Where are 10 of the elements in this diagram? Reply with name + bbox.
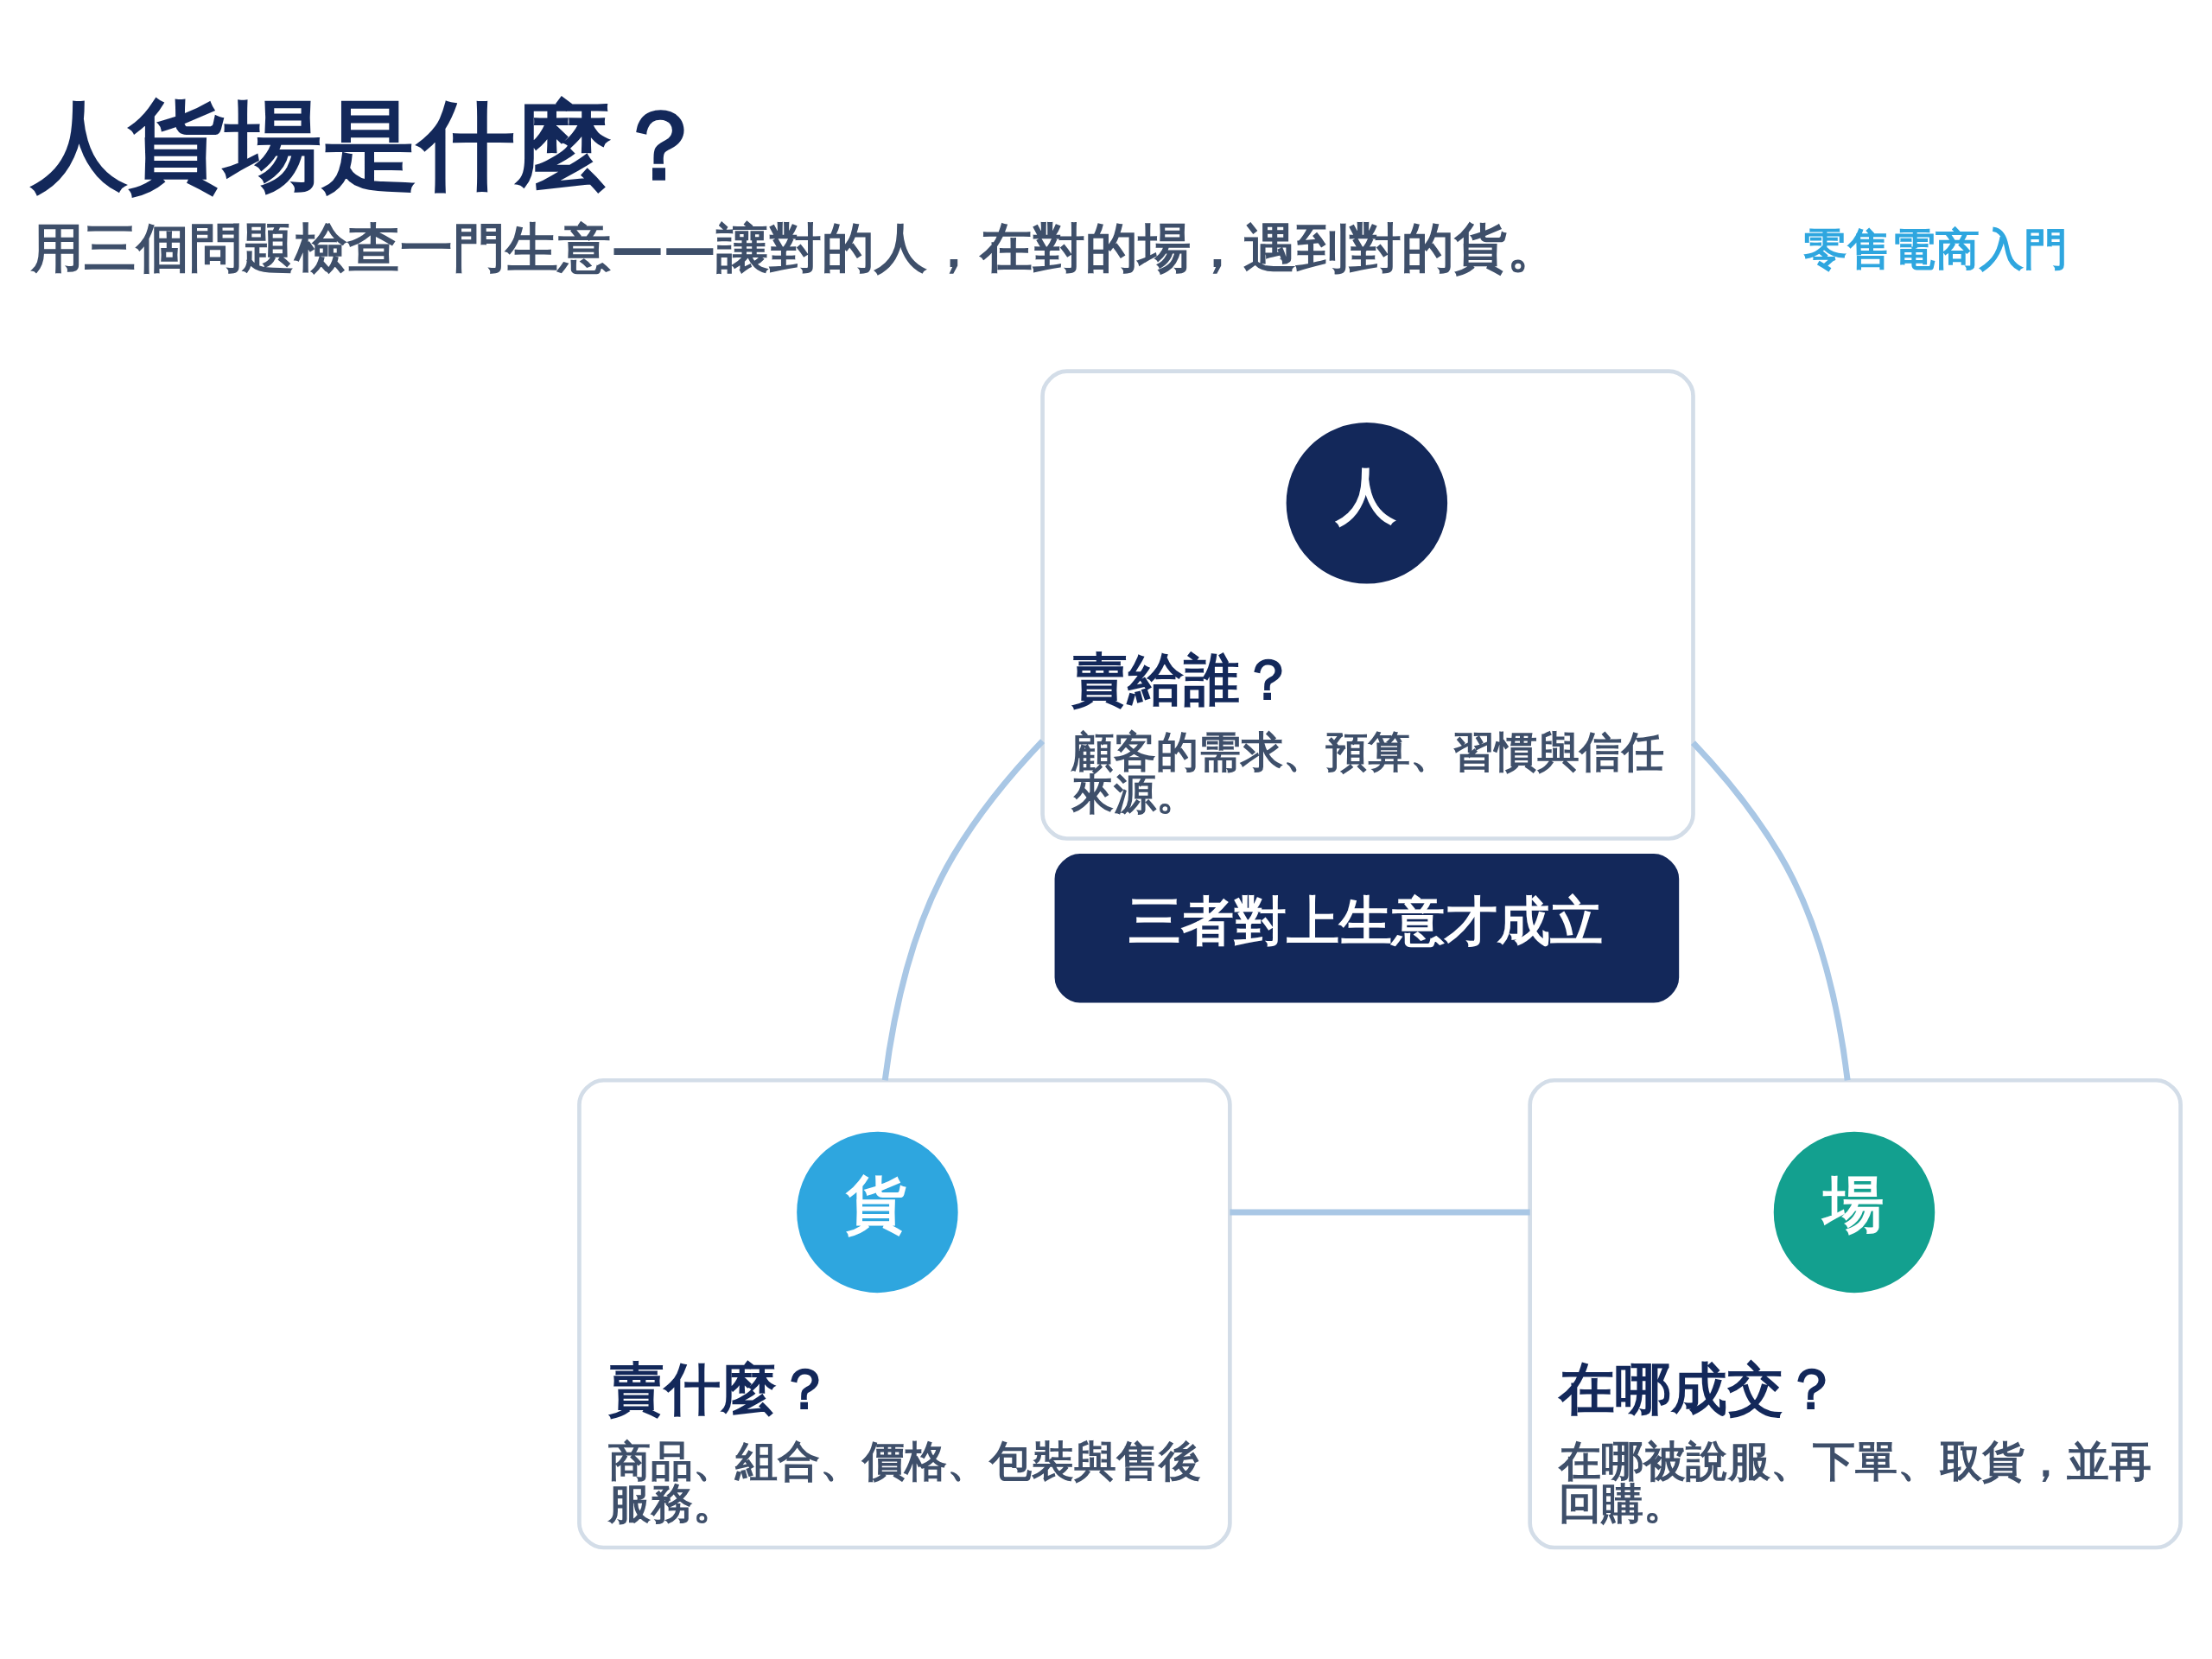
connector [1690,741,1851,1081]
label: 用三個問題檢查一門生意——讓對的人，在對的場，遇到對的貨。 [31,218,1560,278]
node-box: 三者對上生意才成立 [1054,853,1680,1003]
node-circle: 人 [1286,423,1448,584]
node-circle: 貨 [797,1131,958,1294]
diagram-title: 人貨場是什麼？ [31,88,709,201]
connector [1230,1209,1530,1216]
node-circle: 場 [1773,1131,1936,1294]
label: 零售電商入門 [1802,223,2068,276]
connector [881,739,1046,1081]
